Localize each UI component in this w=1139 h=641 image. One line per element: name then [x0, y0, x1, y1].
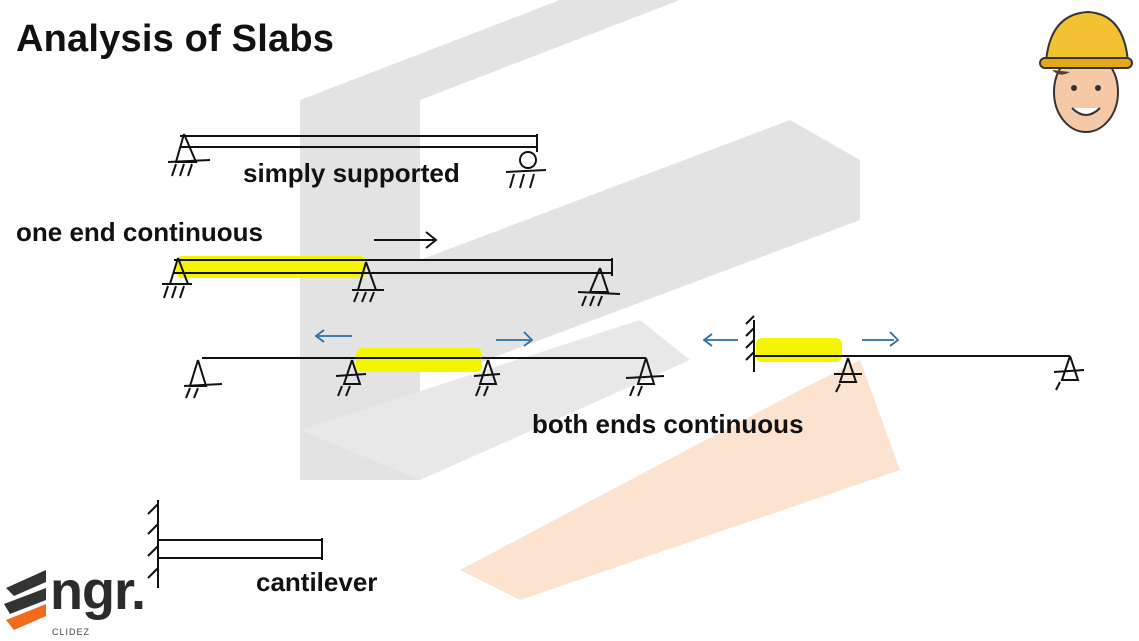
page-title: Analysis of Slabs	[16, 18, 335, 60]
label-one-end-continuous: one end continuous	[16, 217, 263, 247]
both-ends-continuous-beam-1	[183, 329, 665, 399]
label-both-ends-continuous: both ends continuous	[532, 409, 804, 439]
watermark-orange-shape	[460, 360, 900, 600]
logo-text: ngr.	[50, 561, 146, 621]
one-end-continuous-beam	[162, 231, 621, 307]
watermark-grey-shape-3	[300, 320, 690, 480]
cantilever-beam	[147, 500, 323, 588]
label-simply-supported: simply supported	[243, 158, 460, 188]
watermark-grey-shape-2	[420, 120, 860, 370]
both-ends-continuous-beam-2	[702, 315, 1085, 393]
simply-supported-beam	[167, 133, 547, 189]
engineer-mascot-icon	[1039, 10, 1133, 133]
logo-subtext: CLIDEZ	[52, 627, 91, 637]
highlight-both-ends-2	[756, 338, 842, 362]
engr-logo-mark	[4, 570, 46, 630]
label-cantilever: cantilever	[256, 567, 378, 597]
highlight-both-ends-1	[356, 348, 482, 372]
